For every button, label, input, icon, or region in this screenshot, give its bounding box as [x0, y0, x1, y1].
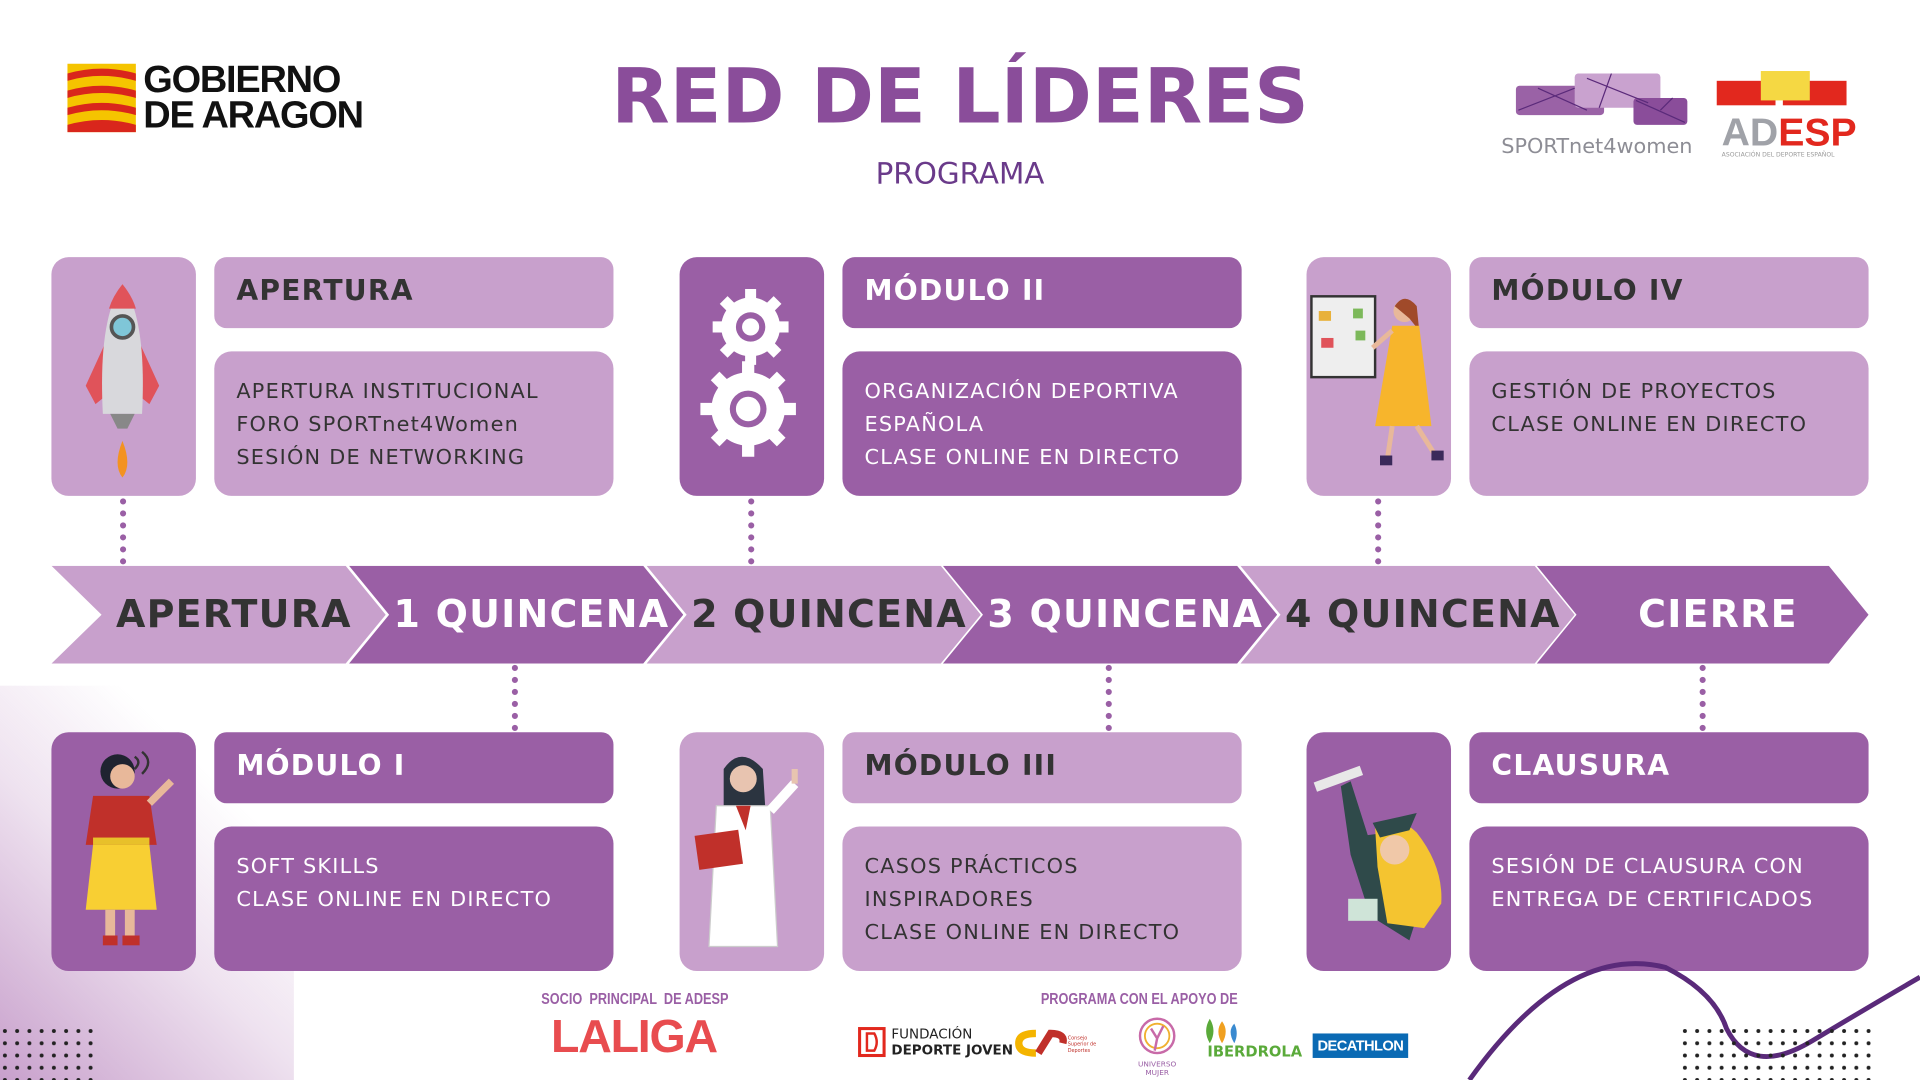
card-line: GESTIÓN DE PROYECTOS: [1491, 379, 1777, 405]
csd-logo: Consejo Superior de Deportes: [1014, 1029, 1100, 1058]
universo-mujer-logo: UNIVERSO MUJER: [1134, 1016, 1181, 1078]
rocket-icon-box: [51, 257, 196, 496]
connector: [120, 498, 127, 565]
card-line: APERTURA INSTITUCIONAL: [236, 379, 539, 405]
fundacion-deporte-joven-logo: FUNDACIÓN DEPORTE JOVEN: [857, 1026, 1013, 1058]
card-title-clausura: CLAUSURA: [1469, 732, 1869, 804]
card-title-modulo-1: MÓDULO I: [214, 732, 614, 804]
card-title-modulo-2: MÓDULO II: [842, 257, 1242, 329]
card-line: ESPAÑOLA: [864, 412, 985, 438]
sportnet4women-logo: SPORTnet4women: [1501, 73, 1697, 159]
gears-icon: [700, 288, 796, 457]
timeline-step-cierre: CIERRE: [1536, 565, 1869, 664]
rocket-icon: [85, 284, 160, 478]
teacher-icon-box: [679, 732, 825, 972]
card-title-modulo-3: MÓDULO III: [842, 732, 1242, 804]
adesp-text-b: ESP: [1778, 110, 1857, 155]
universo-mujer-icon: [1138, 1017, 1176, 1055]
card-body-modulo-1: SOFT SKILLS CLASE ONLINE EN DIRECTO: [214, 826, 614, 972]
sportnet-text: SPORTnet4women: [1501, 134, 1693, 160]
timeline-step-apertura: APERTURA: [51, 565, 386, 664]
laliga-logo: LALIGA: [551, 1011, 718, 1063]
gobierno-line2: DE ARAGON: [143, 93, 364, 136]
fundacion-icon: [858, 1027, 886, 1058]
page-title: RED DE LÍDERES: [611, 51, 1309, 141]
iberdrola-logo: IBERDROLA: [1202, 1018, 1303, 1061]
iberdrola-text: IBERDROLA: [1207, 1043, 1303, 1061]
csd-text: Consejo Superior de Deportes: [1067, 1034, 1097, 1053]
connector: [748, 498, 755, 565]
card-body-clausura: SESIÓN DE CLAUSURA CON ENTREGA DE CERTIF…: [1469, 826, 1869, 972]
graduate-icon: [1313, 765, 1442, 941]
timeline-label: APERTURA: [115, 592, 352, 637]
card-line: FORO SPORTnet4Women: [236, 412, 520, 438]
connector: [1105, 664, 1112, 732]
adesp-blocks-icon: [1716, 71, 1847, 106]
connector: [1699, 664, 1706, 732]
adesp-subtitle: ASOCIACIÓN DEL DEPORTE ESPAÑOL: [1721, 151, 1835, 160]
woman-board-icon-box: [1306, 257, 1452, 496]
woman-speaking-icon-box: [51, 732, 196, 972]
card-line: SOFT SKILLS: [236, 854, 380, 880]
card-line: SESIÓN DE CLAUSURA CON: [1491, 854, 1804, 880]
timeline-step-2: 2 QUINCENA: [646, 565, 981, 664]
card-title-modulo-4: MÓDULO IV: [1469, 257, 1869, 329]
timeline-label: 2 QUINCENA: [691, 592, 967, 637]
card-body-modulo-2: ORGANIZACIÓN DEPORTIVA ESPAÑOLA CLASE ON…: [842, 351, 1242, 496]
card-line: CLASE ONLINE EN DIRECTO: [864, 920, 1181, 946]
aragon-flag-icon: [67, 63, 136, 133]
card-line: CLASE ONLINE EN DIRECTO: [236, 887, 553, 913]
card-body-apertura: APERTURA INSTITUCIONAL FORO SPORTnet4Wom…: [214, 351, 614, 496]
adesp-logo: ADESP ASOCIACIÓN DEL DEPORTE ESPAÑOL: [1714, 71, 1857, 160]
universo-mujer-text: UNIVERSO MUJER: [1138, 1060, 1177, 1078]
csd-icon: [1015, 1029, 1067, 1057]
iberdrola-leaves-icon: [1206, 1018, 1237, 1044]
timeline-label: 1 QUINCENA: [393, 592, 670, 637]
timeline-label: CIERRE: [1638, 592, 1798, 637]
timeline-label: 3 QUINCENA: [987, 592, 1264, 637]
gears-icon-box: [679, 257, 825, 496]
fundacion-line1: FUNDACIÓN: [891, 1026, 973, 1043]
card-line: CLASE ONLINE EN DIRECTO: [864, 445, 1181, 471]
timeline-label: 4 QUINCENA: [1284, 592, 1561, 637]
gobierno-line1: GOBIERNO: [143, 57, 341, 101]
decorative-dots-icon: [1680, 1026, 1876, 1080]
card-line: ORGANIZACIÓN DEPORTIVA: [864, 379, 1179, 405]
timeline-step-4: 4 QUINCENA: [1240, 565, 1575, 664]
timeline-step-1: 1 QUINCENA: [348, 565, 684, 664]
decorative-dots-icon: [0, 1026, 98, 1080]
connector: [511, 664, 518, 732]
card-line: INSPIRADORES: [864, 887, 1034, 913]
decathlon-logo: DECATHLON: [1312, 1033, 1409, 1058]
woman-board-icon: [1310, 295, 1444, 466]
card-line: SESIÓN DE NETWORKING: [236, 445, 526, 471]
card-line: ENTREGA DE CERTIFICADOS: [1491, 887, 1814, 913]
page-subtitle: PROGRAMA: [875, 156, 1045, 192]
adesp-text-a: AD: [1721, 110, 1779, 155]
graduate-icon-box: [1306, 732, 1452, 972]
decorative-curve-icon: [1467, 961, 1920, 1080]
teacher-icon: [694, 756, 799, 948]
card-body-modulo-3: CASOS PRÁCTICOS INSPIRADORES CLASE ONLIN…: [842, 826, 1242, 972]
support-label: PROGRAMA CON EL APOYO DE: [1040, 989, 1238, 1008]
card-line: CASOS PRÁCTICOS: [864, 854, 1079, 880]
woman-speaking-icon: [85, 750, 175, 946]
sportnet-shapes-icon: [1515, 73, 1688, 125]
card-title-apertura: APERTURA: [214, 257, 614, 329]
card-line: CLASE ONLINE EN DIRECTO: [1491, 412, 1808, 438]
connector: [1375, 498, 1382, 565]
card-body-modulo-4: GESTIÓN DE PROYECTOS CLASE ONLINE EN DIR…: [1469, 351, 1869, 496]
fundacion-line2: DEPORTE JOVEN: [891, 1042, 1013, 1058]
timeline-step-3: 3 QUINCENA: [942, 565, 1278, 664]
sponsor-label: SOCIO PRINCIPAL DE ADESP: [541, 989, 729, 1008]
